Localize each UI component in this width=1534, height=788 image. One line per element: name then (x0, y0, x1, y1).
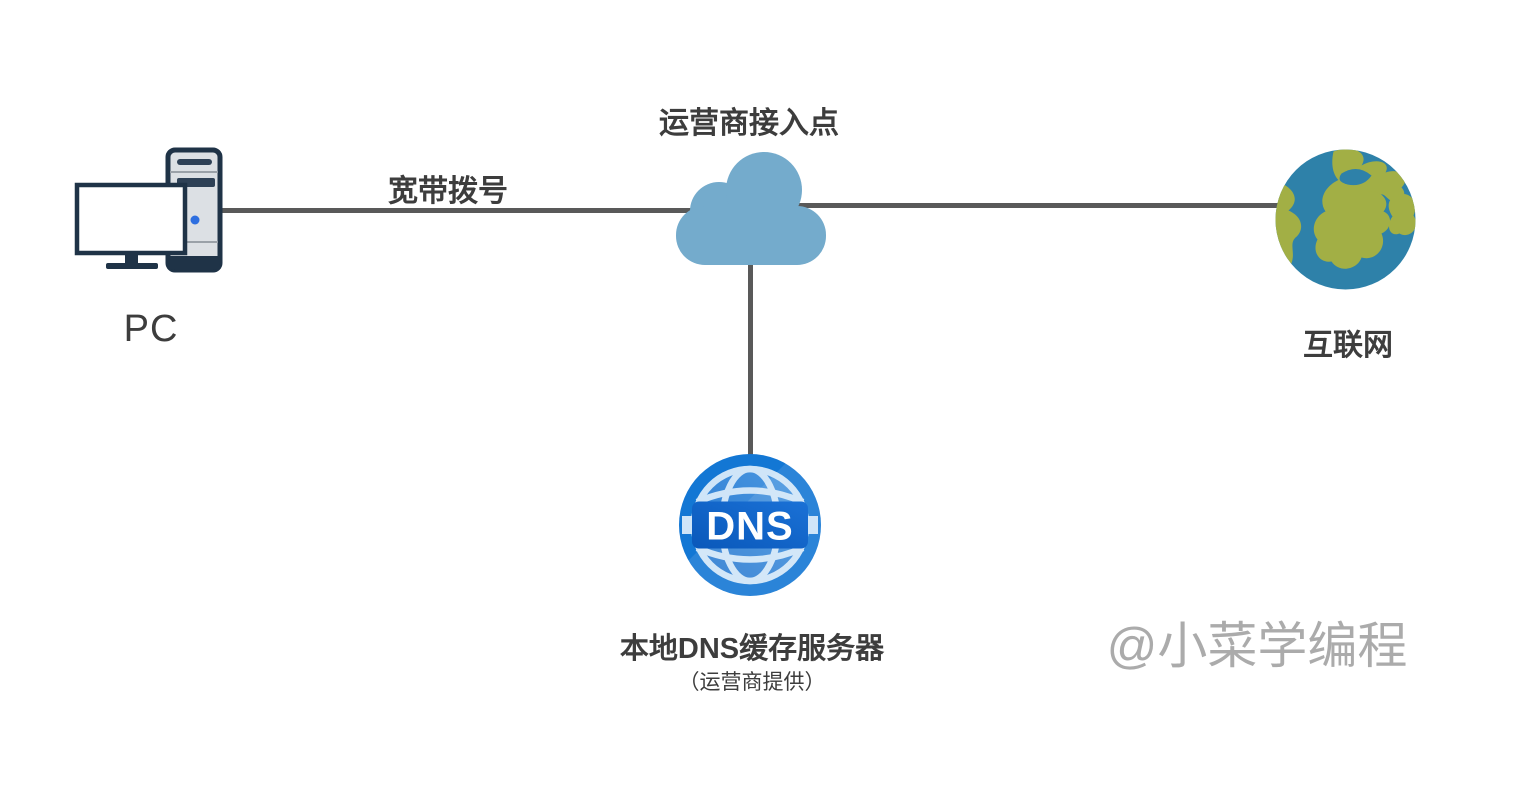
watermark: @小菜学编程 (1106, 618, 1408, 674)
broadband-link-label: 宽带拨号 (388, 175, 508, 208)
internet-label: 互联网 (1303, 329, 1393, 362)
internet-globe-icon (1275, 149, 1416, 290)
access-point-label: 运营商接入点 (659, 107, 839, 140)
pc-icon (68, 146, 224, 276)
dns-server-label: 本地DNS缓存服务器 (619, 633, 885, 665)
cloud-icon (676, 147, 826, 265)
link-pc-to-cloud (218, 208, 698, 213)
link-cloud-to-internet (790, 203, 1282, 208)
dns-server-icon: DNS (678, 453, 822, 597)
dns-server-sublabel: （运营商提供） (678, 671, 826, 694)
pc-label: PC (123, 308, 179, 350)
dns-icon-text: DNS (706, 505, 793, 549)
link-cloud-to-dns (748, 258, 753, 458)
